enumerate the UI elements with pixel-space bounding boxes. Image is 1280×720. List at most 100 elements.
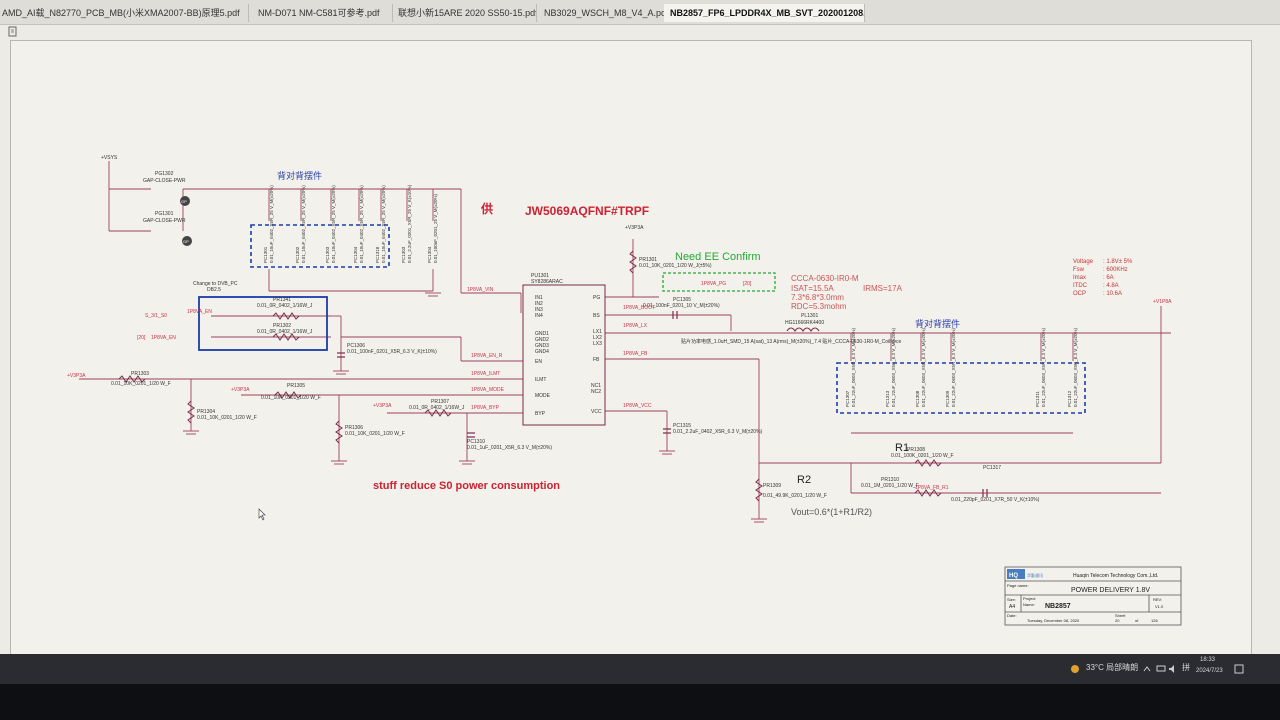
label-b2b-left: 背对背摆件	[277, 170, 322, 181]
of-label: of	[1135, 618, 1139, 623]
wires	[79, 161, 1171, 519]
tab-file-3[interactable]: 联想小新15ARE 2020 SS50-15.pdf	[392, 4, 537, 22]
spec-imax-value: : 6A	[1103, 275, 1114, 281]
res-pr1302-val: 0.01_0R_0402_1/16W_J	[257, 329, 313, 335]
res-pr1304-val: 0.01_10K_0201_1/20 W_F	[197, 415, 257, 421]
company-logo	[1007, 569, 1025, 579]
inductor-size: 7.3*6.8*3.0mm	[791, 293, 844, 302]
box-en-resistors	[198, 296, 328, 351]
res-pr1307-val: 0.01_0R_0402_1/16W_J	[409, 405, 465, 411]
label-r2: R2	[797, 474, 811, 486]
cap-pc1305-ref: PC1305	[673, 297, 691, 303]
net-v3p3a-mid: +V3P3A	[231, 387, 250, 393]
cap-pc1317-val: 0.01_220pF_0201_X7R_50 V_K(±10%)	[951, 497, 1040, 503]
tab-bar: AMD_AI载_N82770_PCB_MB(小米XMA2007-BB)原理5.p…	[0, 0, 1280, 25]
cap-pc1317-ref: PC1317	[983, 465, 1001, 471]
tab-file-4[interactable]: NB3029_WSCH_M8_V4_A.pdf	[538, 4, 665, 22]
cap-right-6-ref: PC1312	[1067, 390, 1072, 407]
ic-pu1301-body[interactable]	[522, 284, 606, 426]
cap-right-2-ref: PC1313	[885, 390, 890, 407]
net-v3p3a-left: +V3P3A	[67, 373, 86, 379]
logo-text: HQ	[1009, 573, 1018, 579]
network-icon[interactable]	[1156, 664, 1166, 674]
ref-pu1301: PU1301	[531, 273, 549, 279]
cap-right-4-val: 0.01_22uF_0603_X5R_6.3 V_M(±20%)	[951, 327, 956, 407]
cap-left-3-ref: PC1303	[325, 246, 330, 263]
net-boot: 1P8VA_BOOT	[623, 305, 655, 311]
rev-value: V1.0	[1155, 604, 1164, 609]
cap-left-2-val: 0.01_10uF_0402_X5R_25 V_M(±20%)	[301, 185, 306, 263]
net-vcc: 1P8VA_VCC	[623, 403, 652, 409]
pin-byp: BYP	[535, 411, 546, 417]
res-pr1310-val: 0.01_1M_0201_1/20 W_F	[861, 483, 919, 489]
project-label: Project	[1023, 596, 1036, 601]
date-label: Date:	[1007, 613, 1017, 618]
net-en-ref: [20]	[137, 335, 146, 341]
document-icon[interactable]	[6, 25, 26, 39]
net-vin: 1P8VA_VIN	[467, 287, 494, 293]
net-lx: 1P8VA_LX	[623, 323, 648, 329]
notification-icon[interactable]	[1234, 664, 1244, 674]
res-pr1308-ref: PR1308	[907, 447, 925, 453]
spec-voltage-value: : 1.8V± 5%	[1103, 259, 1133, 265]
sheet-total: 126	[1151, 618, 1158, 623]
note-stuff: stuff reduce S0 power consumption	[373, 480, 560, 492]
spec-ocp-value: : 10.6A	[1103, 291, 1122, 297]
tab-file-5-active[interactable]: NB2857_FP6_LPDDR4X_MB_SVT_202001208...	[664, 4, 865, 22]
val-pr1301: 0.01_10K_0201_1/20 W_J(±5%)	[639, 263, 712, 269]
component-labels: +VSYS PG1302 GAP-CLOSE-PWR PG1301 GAP-CL…	[101, 155, 1040, 503]
desc-pg1301: GAP-CLOSE-PWR	[143, 218, 186, 224]
vout-formula: Vout=0.6*(1+R1/R2)	[791, 507, 872, 517]
res-pr1302-ref: PR1302	[273, 323, 291, 329]
inductor-pl1301[interactable]	[786, 327, 820, 332]
ime-indicator[interactable]: 拼	[1182, 663, 1190, 672]
ref-pr1301: PR1301	[639, 257, 657, 263]
cap-left-4-val: 0.01_10uF_0402_X5R_25 V_M(±20%)	[359, 185, 364, 263]
pin-nc1: NC1	[591, 383, 601, 389]
pin-mode: MODE	[535, 393, 551, 399]
cap-left-1-ref: PC1301	[263, 246, 268, 263]
res-pr1306-val: 0.01_10K_0201_1/20 W_F	[345, 431, 405, 437]
taskbar: 33°C 局部晴朗 拼 18:33 2024/7/23	[0, 654, 1280, 684]
cap-left-7-val: 0.01_100nF_0201_25 V_M(±20%)	[433, 193, 438, 263]
cap-pc1306-ref: PC1306	[347, 343, 365, 349]
cap-right-3-val: 0.01_22uF_0603_X5R_6.3 V_M(±20%)	[921, 327, 926, 407]
weather-text[interactable]: 33°C 局部晴朗	[1086, 663, 1139, 672]
clock-time[interactable]: 18:33	[1200, 657, 1216, 663]
spec-imax-key: Imax	[1073, 275, 1086, 281]
pin-lx2: LX2	[593, 335, 602, 341]
net-mode: 1P8VA_MODE	[471, 387, 505, 393]
cap-pc1315-val: 0.01_2.2uF_0402_X5R_6.3 V_M(±20%)	[673, 429, 763, 435]
tab-file-2[interactable]: NM-D071 NM-C581可参考.pdf	[252, 4, 393, 22]
cap-left-5-val: 0.01_10uF_0402_X5R_25 V_M(±20%)	[381, 185, 386, 263]
pin-lx3: LX3	[593, 341, 602, 347]
cap-left-1-val: 0.01_10uF_0402_X5R_25 V_M(±20%)	[269, 185, 274, 263]
chevron-up-icon[interactable]	[1142, 664, 1152, 674]
net-ilmt: 1P8VA_ILMT	[471, 371, 500, 377]
gp-text-1: GP	[181, 199, 187, 204]
net-pg: 1P8VA_PG	[701, 281, 726, 287]
res-pr1305-ref: PR1305	[287, 383, 305, 389]
project-name: NB2857	[1045, 603, 1071, 610]
res-pr1306-ref: PR1306	[345, 425, 363, 431]
pin-gnd1: GND1	[535, 331, 549, 337]
res-pr1309-ref: PR1309	[763, 483, 781, 489]
net-en-2: 1P8VA_EN	[151, 335, 176, 341]
res-pr1341-val: 0.01_0R_0402_1/16W_J	[257, 303, 313, 309]
tab-file-1[interactable]: AMD_AI载_N82770_PCB_MB(小米XMA2007-BB)原理5.p…	[0, 4, 249, 22]
inductor-isat: ISAT=15.5A	[791, 284, 834, 293]
label-b2b-right: 背对背摆件	[915, 318, 960, 329]
left-cap-bank: PC1301 0.01_10uF_0402_X5R_25 V_M(±20%) P…	[263, 184, 438, 263]
note-need-ee-confirm: Need EE Confirm	[675, 251, 761, 263]
pin-in4: IN4	[535, 313, 543, 319]
clock-date[interactable]: 2024/7/23	[1196, 668, 1223, 674]
cap-right-5-val: 0.01_22uF_0603_X5R_6.3 V_M(±20%)	[1041, 327, 1046, 407]
gp-text-2: GP	[183, 239, 189, 244]
res-pr1305-val: 0.01_10K_0201_1/20 W_F	[261, 395, 321, 401]
volume-icon[interactable]	[1168, 664, 1178, 674]
res-pr1341-ref: PR1341	[273, 297, 291, 303]
title-ic: JW5069AQFNF#TRPF	[525, 204, 649, 218]
size-label: Size:	[1007, 597, 1016, 602]
cap-left-5-ref: PC1318	[375, 246, 380, 263]
